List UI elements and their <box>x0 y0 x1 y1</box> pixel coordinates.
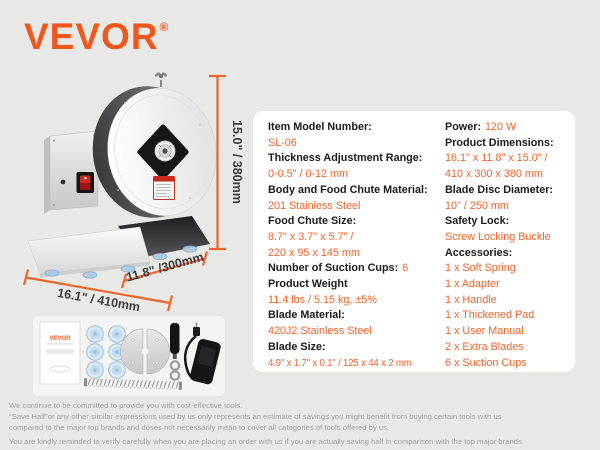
spec-column-right: Power: 120 W Product Dimensions: 16.1" x … <box>445 120 554 371</box>
depth-dimension-line <box>120 251 209 289</box>
spec-value: 1 x Soft Spring <box>445 262 516 275</box>
spec-column-left: Item Model Number: SL-06 Thickness Adjus… <box>268 120 428 371</box>
width-dimension-line <box>22 269 174 312</box>
spec-card: Item Model Number: SL-06 Thickness Adjus… <box>253 111 575 372</box>
disclaimer-line: You are kindly reminded to verify carefu… <box>9 436 525 446</box>
spec-label: Blade Disc Diameter: <box>445 183 554 196</box>
spec-value: 1 x Thickened Pad <box>445 309 535 322</box>
brand-name: VEVOR <box>24 16 159 57</box>
height-dimension-line <box>209 74 226 251</box>
spec-value: 6 x Suction Cups <box>445 356 527 369</box>
spec-value: 10" / 250 mm <box>445 199 509 212</box>
spec-value: 4.9" x 1.7" x 0.1" / 125 x 44 x 2 mm <box>268 357 412 369</box>
wing-screw <box>154 72 168 87</box>
disclaimer-line: We continue to be committed to provide y… <box>9 401 243 410</box>
spec-line: Power: 120 W <box>445 120 554 136</box>
disclaimer-text: We continue to be committed to provide y… <box>9 400 597 447</box>
spec-value: 120 W <box>485 121 517 133</box>
product-image: 15.0" / 380mm 16.1" / 410mm 11.8" /300mm… <box>22 72 244 396</box>
spec-label: Product Dimensions: <box>445 136 554 149</box>
spec-value: 1 x Handle <box>445 293 497 306</box>
disclaimer-line: "Save Half"or any other similar expressi… <box>9 412 502 422</box>
spec-label: Body and Food Chute Material: <box>268 183 428 196</box>
spec-value: 16.1" x 11.8" x 15.0" / <box>445 152 548 165</box>
spec-label: Food Chute Size: <box>268 215 357 228</box>
brand-logo: VEVOR® <box>24 16 169 58</box>
spec-value: 1 x User Manual <box>445 325 524 338</box>
spec-value: 420J2 Stainless Steel <box>268 325 372 338</box>
spec-value: 201 Stainless Steel <box>268 199 361 212</box>
spec-value: 410 x 300 x 380 mm <box>445 168 543 181</box>
spec-value: SL-06 <box>268 136 297 149</box>
spec-label: Accessories: <box>445 246 513 259</box>
cord-hole <box>60 179 66 185</box>
manual-brand-text: VEVOR <box>49 336 71 342</box>
spec-value: 1 x Adapter <box>445 278 500 291</box>
handle <box>170 323 180 359</box>
spec-label: Blade Size: <box>268 340 326 353</box>
warning-label <box>153 176 175 200</box>
accessories-photo: VEVOR <box>33 316 225 396</box>
height-dimension-label: 15.0" / 380mm <box>230 120 244 204</box>
suction-cup-feet <box>44 245 198 279</box>
spec-line: Number of Suction Cups:6 <box>268 261 428 277</box>
spec-value: 8.7" x 3.7" x 5.7" / <box>268 230 354 243</box>
spec-label: Number of Suction Cups: <box>268 262 399 275</box>
spec-value: 2 x Extra Blades <box>445 340 524 353</box>
spec-value: 220 x 95 x 145 mm <box>268 246 360 259</box>
spec-label: Power: <box>445 121 481 133</box>
registered-mark: ® <box>159 20 170 34</box>
extra-blades <box>120 328 170 375</box>
soft-spring <box>83 378 183 390</box>
spec-value: Screw Locking Buckle <box>445 230 551 243</box>
suction-cups <box>86 325 126 379</box>
power-adapter <box>184 322 221 385</box>
machine-base <box>27 216 210 279</box>
slicer-machine <box>27 72 217 279</box>
spec-label: Blade Material: <box>268 309 345 322</box>
spec-value: 0-0.5" / 0-12 mm <box>268 168 349 181</box>
washers <box>169 360 181 381</box>
disclaimer-line: compared to the major top brands and dos… <box>9 423 390 433</box>
motor-body <box>44 130 99 214</box>
spec-label: Thickness Adjustment Range: <box>268 152 423 165</box>
spec-label: Safety Lock: <box>445 215 510 228</box>
user-manual: VEVOR <box>39 321 81 385</box>
spec-label: Item Model Number: <box>268 121 372 133</box>
power-switch <box>76 172 94 193</box>
spec-value: 6 <box>402 262 409 275</box>
spec-label: Product Weight <box>268 278 348 291</box>
spec-value: 11.4 lbs / 5.15 kg, ±5% <box>268 293 377 306</box>
